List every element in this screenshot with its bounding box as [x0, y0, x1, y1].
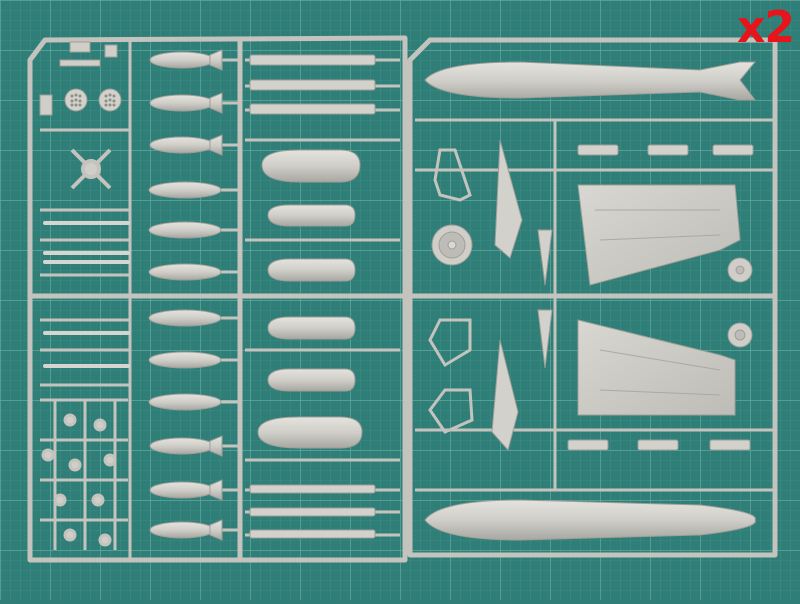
small-tab-parts	[39, 41, 118, 116]
bottom-rack-parts	[249, 484, 376, 539]
landing-gear-parts	[428, 148, 474, 434]
rack-parts	[249, 54, 376, 115]
fuselage-parts	[424, 61, 757, 541]
rod-parts	[43, 221, 130, 368]
bomb-parts	[148, 49, 223, 541]
right-sprue-frame	[407, 37, 778, 558]
wheel-disc-parts	[64, 88, 122, 112]
drop-tank-parts	[257, 149, 363, 449]
right-sprue-runners	[415, 118, 775, 492]
wing-panel-lines	[595, 209, 721, 396]
small-pylon-parts	[567, 144, 754, 451]
star-propeller-part	[70, 148, 112, 190]
nose-wheel-parts	[727, 257, 753, 348]
main-wheel-part	[431, 224, 473, 266]
fin-parts	[491, 139, 553, 452]
small-linkage-parts	[40, 398, 128, 550]
quantity-badge: x2	[737, 2, 795, 53]
left-sprue-frame	[27, 35, 408, 563]
